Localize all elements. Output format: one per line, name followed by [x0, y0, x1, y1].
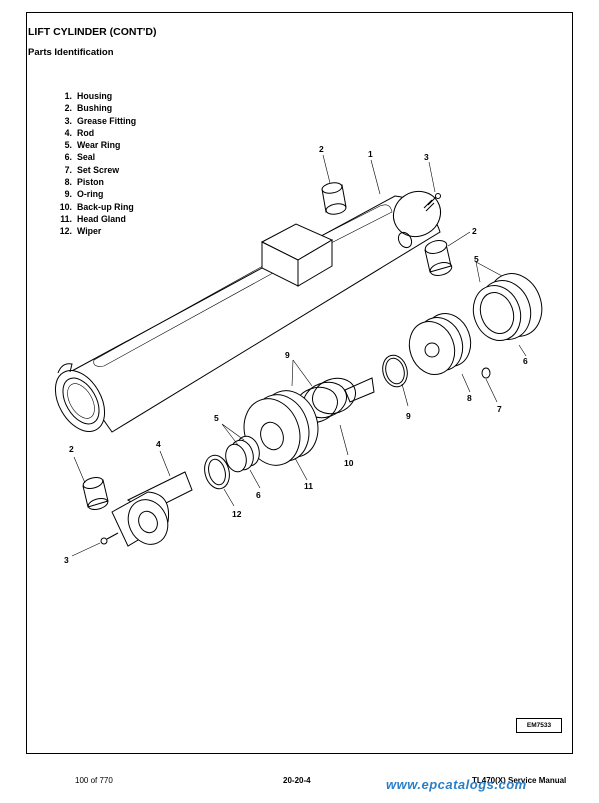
set-screw-drawing [481, 367, 491, 379]
callout-2c: 2 [69, 444, 74, 454]
bushing-lower-drawing [82, 477, 109, 510]
section-number: 20-20-4 [283, 776, 311, 785]
part-number: 5. [64, 140, 72, 151]
parts-list-item: 6. Seal [50, 151, 136, 163]
bushing-top-drawing [321, 182, 347, 215]
parts-list-item: 8. Piston [50, 176, 136, 188]
grease-fitting-top-drawing [423, 193, 441, 212]
part-name: Head Gland [77, 213, 126, 224]
callout-3b: 3 [64, 555, 69, 565]
part-number: 2. [64, 103, 72, 114]
page-frame [26, 12, 573, 754]
page-title: LIFT CYLINDER (CONT'D) [28, 26, 157, 38]
leader-lines [71, 154, 527, 557]
callout-2b: 2 [472, 226, 477, 236]
housing-drawing [54, 190, 442, 433]
seal-assembly-left-drawing [225, 435, 260, 473]
o-ring-right-drawing [382, 354, 408, 388]
parts-list-item: 7. Set Screw [50, 164, 136, 176]
callout-1: 1 [368, 149, 373, 159]
part-name: Bushing [77, 103, 113, 114]
part-number: 10. [59, 201, 72, 212]
part-number: 9. [64, 189, 72, 200]
part-name: Piston [77, 177, 104, 188]
part-name: Wear Ring [77, 140, 121, 151]
callout-9a: 9 [285, 350, 290, 360]
grease-fitting-lower-drawing [100, 532, 119, 545]
part-name: Housing [77, 91, 113, 101]
bushing-right-drawing [424, 240, 453, 276]
part-name: Seal [77, 152, 96, 163]
part-name: O-ring [77, 189, 104, 200]
parts-list-item: 12. Wiper [50, 225, 136, 237]
callout-2a: 2 [319, 144, 324, 154]
part-name: Grease Fitting [77, 115, 137, 126]
section-subtitle: Parts Identification [28, 47, 114, 58]
parts-list-item: 3. Grease Fitting [50, 115, 137, 127]
page-count: 100 of 770 [75, 776, 113, 785]
callout-8: 8 [467, 393, 472, 403]
callout-3a: 3 [424, 152, 429, 162]
manual-title: TL470(X) Service Manual [472, 776, 567, 785]
wiper-drawing [204, 454, 230, 490]
rod-drawing [111, 471, 193, 547]
parts-list-item: 5. Wear Ring [50, 139, 136, 151]
part-number: 3. [64, 115, 72, 126]
part-number: 4. [64, 127, 72, 138]
callout-5b: 5 [474, 254, 479, 264]
callout-6a: 6 [523, 356, 528, 366]
callout-10: 10 [344, 458, 354, 468]
part-number: 1. [64, 91, 72, 101]
callout-7: 7 [497, 404, 502, 414]
part-number: 7. [64, 164, 72, 175]
piston-drawing [408, 313, 472, 375]
parts-list: 1. Housing 2. Bushing 3. Grease Fitting 4. R… [50, 90, 136, 238]
callout-4: 4 [156, 439, 161, 449]
part-number: 8. [64, 177, 72, 188]
parts-list-item: 1. Housing [50, 90, 136, 102]
part-number: 12. [59, 226, 72, 237]
parts-list-item: 11. Head Gland [50, 213, 136, 225]
part-number: 11. [60, 213, 72, 224]
figure-id-badge: EM7533 [516, 718, 562, 733]
seal-assembly-right-drawing [472, 273, 543, 341]
parts-list-item: 10. Back-up Ring [50, 201, 136, 213]
part-name: Set Screw [77, 164, 120, 175]
watermark-text: www.epcatalogs.com [386, 777, 527, 792]
parts-list-item: 2. Bushing [50, 102, 136, 114]
part-name: Wiper [77, 226, 102, 237]
part-number: 6. [64, 152, 72, 163]
callout-9b: 9 [406, 411, 411, 421]
part-name: Rod [77, 127, 95, 138]
callout-11: 11 [304, 481, 313, 491]
callout-6b: 6 [256, 490, 261, 500]
part-name: Back-up Ring [77, 201, 134, 212]
head-gland-drawing [243, 377, 375, 466]
parts-list-item: 9. O-ring [50, 188, 136, 200]
callout-12: 12 [232, 509, 242, 519]
parts-list-item: 4. Rod [50, 127, 136, 139]
callout-5a: 5 [214, 413, 219, 423]
